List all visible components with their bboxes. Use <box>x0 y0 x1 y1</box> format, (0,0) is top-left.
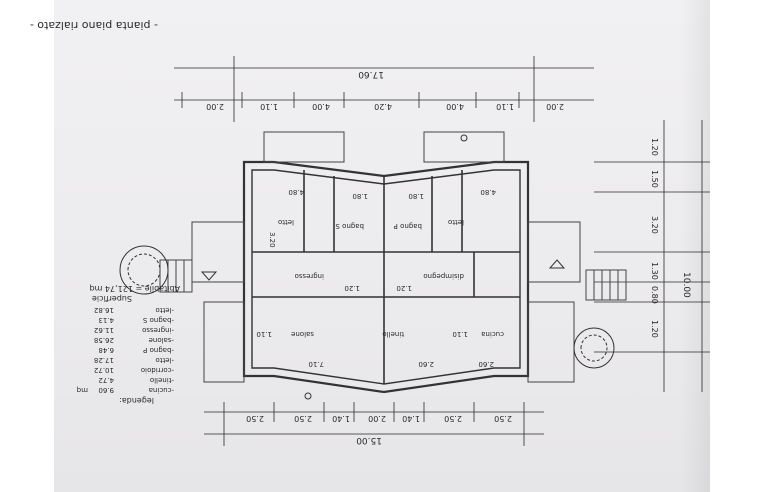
legend-item-8-value: 16.82 <box>94 306 114 314</box>
drawing-title: - pianta piano rialzato - <box>30 19 158 32</box>
room-label-cucina: cucina <box>481 330 504 338</box>
room-label-ingresso: ingresso <box>295 272 324 280</box>
legend-item-6-name: -ingresso <box>142 326 174 334</box>
top-dimension-chain <box>174 56 594 122</box>
dim-right-4: 1.30 <box>650 262 659 280</box>
dim-overall-top: 17.60 <box>358 69 384 79</box>
dim-right-1: 1.20 <box>650 138 659 156</box>
room-dim-letto2-w: 4.80 <box>288 188 304 196</box>
dim-top-3: 4.00 <box>446 102 464 111</box>
room-dim-tinello-w: 2.60 <box>418 360 434 368</box>
legend-item-7-name: -bagno S <box>142 316 174 324</box>
dim-overall-right: 10.00 <box>681 272 691 298</box>
dim-bottom-3: 1.40 <box>402 414 420 423</box>
dim-bottom-6: 2.50 <box>294 414 312 423</box>
vertical-dimension-chain <box>594 120 710 392</box>
dim-top-7: 2.00 <box>206 102 224 111</box>
paper-sheet <box>54 0 710 492</box>
legend-item-2-value: 10.72 <box>94 366 114 374</box>
legend-unit: mq <box>77 386 88 394</box>
dim-top-1: 2.00 <box>546 102 564 111</box>
legend-item-4-name: -bagno P <box>143 346 174 354</box>
room-label-salone: salone <box>291 330 314 338</box>
legend-item-2-name: -corridoio <box>141 366 174 374</box>
tree-symbols <box>119 245 615 369</box>
dim-bottom-4: 2.00 <box>368 414 386 423</box>
legend-item-0-value: 9.60 <box>98 386 114 394</box>
room-dim-bagnoP-w: 1.80 <box>352 192 368 200</box>
room-dim-int-1: 1.20 <box>396 284 412 292</box>
paper-shadow <box>680 0 710 492</box>
room-label-tinello: tinello <box>382 330 404 338</box>
dim-right-2: 1.50 <box>650 170 659 188</box>
outer-walls <box>242 160 530 394</box>
room-dim-int-4: 1.20 <box>344 284 360 292</box>
dim-right-6: 1.20 <box>650 320 659 338</box>
legend-item-5-value: 26.58 <box>94 336 114 344</box>
section-markers <box>200 134 566 400</box>
dim-right-5: 0.80 <box>650 286 659 304</box>
legend-item-1-value: 4.72 <box>98 376 114 384</box>
entry-steps <box>159 259 627 301</box>
room-dim-salone-w: 7.10 <box>308 360 324 368</box>
dim-bottom-7: 2.50 <box>246 414 264 423</box>
room-dim-letto1-d: 3.20 <box>268 232 276 248</box>
legend-item-0-name: -cucina <box>149 386 174 394</box>
legend-item-1-name: -tinello <box>150 376 174 384</box>
room-dim-bagnoS-w: 1.80 <box>408 192 424 200</box>
legend-item-8-name: -letto <box>155 306 174 314</box>
dim-bottom-5: 1.40 <box>332 414 350 423</box>
legend-item-3-value: 17.28 <box>94 356 114 364</box>
dim-top-5: 4.00 <box>312 102 330 111</box>
legend-block: legenda: mq -cucina 9.60 -tinello 4.72 -… <box>77 284 180 405</box>
room-dim-letto1-w: 4.80 <box>480 188 496 196</box>
legend-item-5-name: -salone <box>149 336 174 344</box>
bottom-dimension-chain <box>204 402 544 446</box>
legend-item-6-value: 11.62 <box>94 326 114 334</box>
room-dim-int-3: 1.10 <box>256 330 272 338</box>
dim-right-3: 3.20 <box>650 216 659 234</box>
legend-title: legenda: <box>119 396 154 405</box>
room-label-bagno-s: bagno S <box>335 222 364 230</box>
legend-item-4-value: 6.48 <box>98 346 114 354</box>
room-label-letto-1: letto <box>448 218 464 226</box>
dim-bottom-1: 2.50 <box>494 414 512 423</box>
dim-top-4: 4.20 <box>374 102 392 111</box>
room-label-letto-2: letto <box>278 218 294 226</box>
interior-walls <box>252 170 520 384</box>
dim-top-6: 1.10 <box>260 102 278 111</box>
room-dim-int-2: 1.10 <box>452 330 468 338</box>
surface-title: Superficie <box>92 294 132 303</box>
dim-bottom-2: 2.50 <box>444 414 462 423</box>
surface-text: Abitabile = 121,74 mq <box>90 284 180 293</box>
dim-top-2: 1.10 <box>496 102 514 111</box>
balconies <box>191 131 581 383</box>
room-dim-cucina-w: 2.60 <box>478 360 494 368</box>
dim-overall-bottom: 15.00 <box>356 435 382 445</box>
legend-item-7-value: 4.13 <box>98 316 114 324</box>
room-label-bagno-p: bagno P <box>394 222 422 230</box>
legend-item-3-name: -letto <box>155 356 174 364</box>
room-label-disimpegno: disimpegno <box>423 272 464 280</box>
